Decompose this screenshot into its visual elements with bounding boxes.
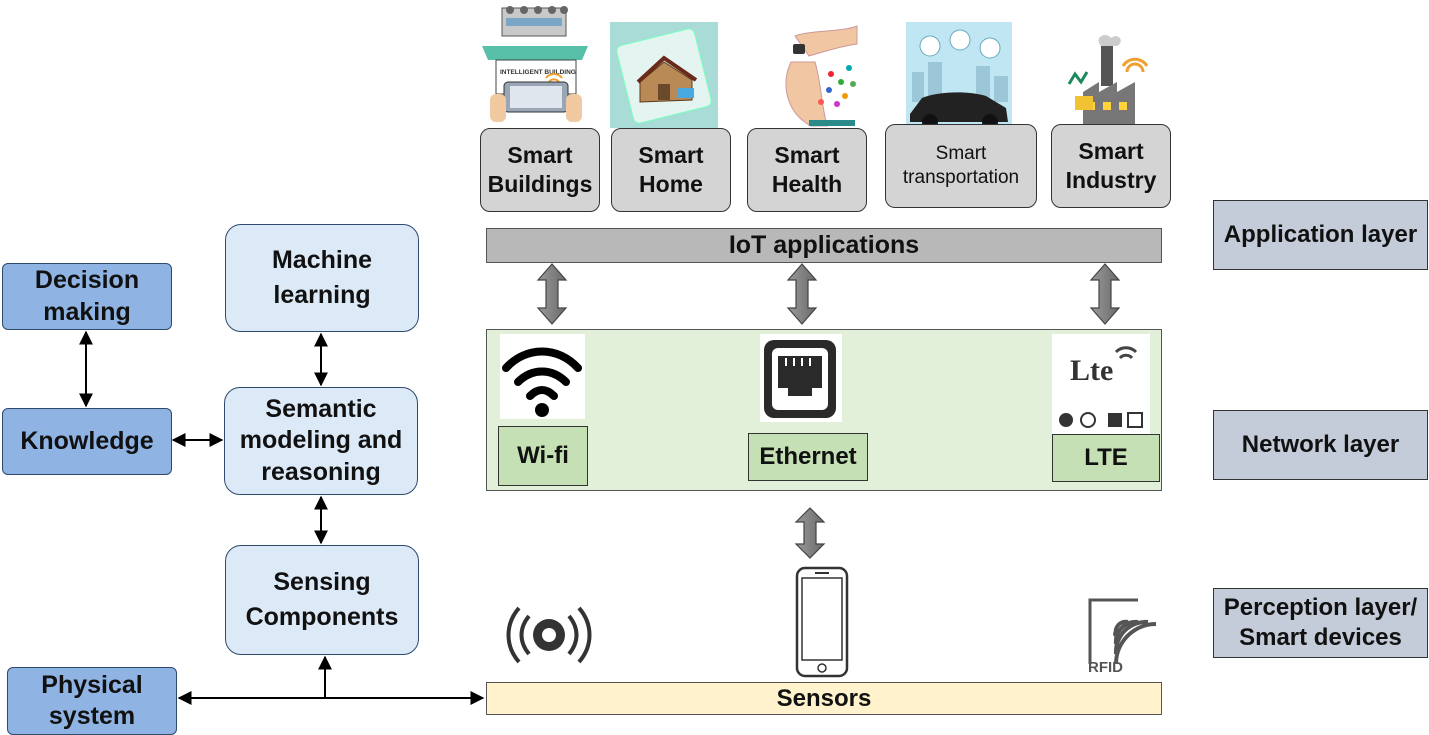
- smart-transportation-icon: [906, 22, 1012, 126]
- smart-health-icon: [785, 25, 858, 127]
- smartphone-icon: [795, 566, 849, 678]
- physical-system-box: Physical system: [7, 667, 177, 735]
- knowledge-box: Knowledge: [2, 408, 172, 475]
- app-box-smart-health: Smart Health: [747, 128, 867, 212]
- lte-icon-tile: Lte: [1052, 334, 1150, 434]
- decision-making-box: Decision making: [2, 263, 172, 330]
- app-label-smart-industry: Smart Industry: [1065, 138, 1157, 193]
- network-layer-box: Network layer: [1213, 410, 1428, 480]
- application-layer-label: Application layer: [1223, 221, 1418, 248]
- ethernet-label: Ethernet: [759, 443, 857, 470]
- wifi-label: Wi-fi: [517, 442, 569, 469]
- iot-applications-label: IoT applications: [728, 231, 920, 259]
- machine-learning-label: Machine learning: [271, 246, 373, 309]
- perception-layer-box: Perception layer/ Smart devices: [1213, 588, 1428, 658]
- building-sign-text: INTELLIGENT BUILDING: [500, 69, 576, 76]
- decision-making-label: Decision making: [34, 266, 140, 326]
- semantic-modeling-box: Semantic modeling and reasoning: [224, 387, 418, 495]
- app-label-smart-transportation: Smart transportation: [902, 143, 1020, 188]
- iot-applications-bar: IoT applications: [486, 228, 1162, 263]
- app-box-smart-transportation: Smart transportation: [885, 124, 1037, 208]
- smart-industry-icon: [1067, 35, 1149, 126]
- iot-ethernet-double-arrow: [786, 263, 818, 325]
- iot-wifi-double-arrow: [536, 263, 568, 325]
- lte-label: LTE: [1084, 444, 1128, 471]
- wifi-label-box: Wi-fi: [498, 426, 588, 486]
- application-layer-box: Application layer: [1213, 200, 1428, 270]
- ethernet-icon: [764, 340, 836, 418]
- rfid-logo-text: RFID: [1088, 659, 1123, 676]
- smart-home-icon: [610, 22, 718, 128]
- lte-label-box: LTE: [1052, 434, 1160, 482]
- lte-icon: Lte: [1059, 346, 1143, 428]
- iot-lte-double-arrow: [1089, 263, 1121, 325]
- app-box-smart-home: Smart Home: [611, 128, 731, 212]
- rfid-icon: RFID: [1082, 596, 1160, 676]
- app-label-smart-home: Smart Home: [638, 142, 704, 197]
- knowledge-label: Knowledge: [20, 426, 154, 455]
- sensing-components-label: Sensing Components: [245, 568, 399, 631]
- sensors-bar: Sensors: [486, 682, 1162, 715]
- sensor-signal-icon: [506, 606, 592, 664]
- sensing-components-box: Sensing Components: [225, 545, 419, 655]
- network-sensors-double-arrow: [794, 507, 826, 559]
- ethernet-icon-tile: [760, 334, 842, 422]
- app-box-smart-industry: Smart Industry: [1051, 124, 1171, 208]
- network-layer-label: Network layer: [1241, 431, 1400, 458]
- lte-logo-text: Lte: [1070, 354, 1113, 387]
- machine-learning-box: Machine learning: [225, 224, 419, 332]
- ethernet-label-box: Ethernet: [748, 433, 868, 481]
- semantic-modeling-label: Semantic modeling and reasoning: [239, 395, 403, 486]
- app-label-smart-health: Smart Health: [771, 142, 843, 197]
- intelligent-building-icon: INTELLIGENT BUILDING: [482, 6, 588, 122]
- app-box-smart-buildings: Smart Buildings: [480, 128, 600, 212]
- wifi-icon: [502, 347, 582, 417]
- sensors-label: Sensors: [776, 684, 872, 712]
- physical-system-label: Physical system: [41, 670, 143, 730]
- perception-layer-label: Perception layer/ Smart devices: [1223, 594, 1418, 651]
- app-label-smart-buildings: Smart Buildings: [487, 142, 593, 197]
- wifi-icon-tile: [500, 334, 585, 419]
